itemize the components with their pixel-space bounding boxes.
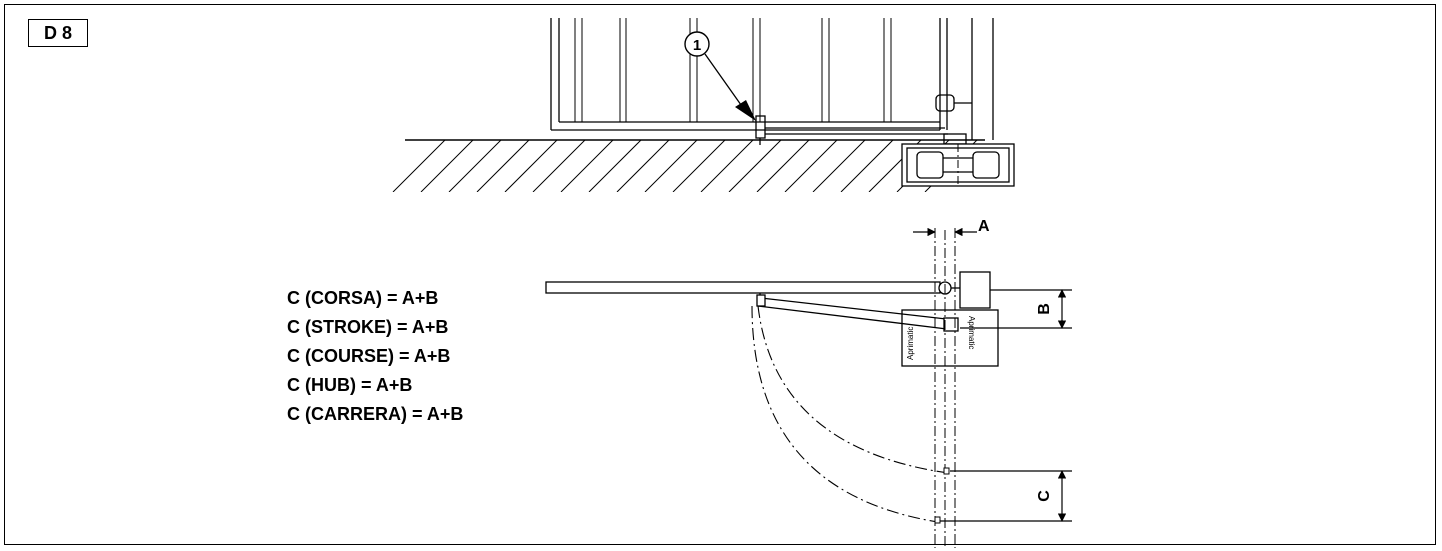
dimension-a-label: A: [978, 218, 990, 235]
svg-text:1: 1: [693, 37, 701, 54]
gate-elevation: [550, 18, 994, 145]
formula-carrera: C (CARRERA) = A+B: [287, 404, 464, 424]
plan-view: [545, 228, 999, 548]
formula-hub: C (HUB) = A+B: [287, 375, 413, 395]
figure-id-label: D 8: [28, 19, 88, 47]
device-labels: Aprimatic Aprimatic: [906, 316, 976, 360]
svg-text:Aprimatic: Aprimatic: [967, 316, 976, 349]
gate-bars: [574, 18, 892, 122]
dimension-c-label: C: [1036, 490, 1053, 502]
formula-corsa: C (CORSA) = A+B: [287, 288, 439, 308]
callout-1: 1: [684, 31, 756, 121]
formula-stroke: C (STROKE) = A+B: [287, 317, 449, 337]
ground-line: [392, 139, 985, 192]
dimension-b-label: B: [1036, 303, 1053, 315]
formula-course: C (COURSE) = A+B: [287, 346, 451, 366]
dimension-c: [940, 470, 1072, 522]
foundation-box: [901, 143, 1015, 187]
figure-frame: [4, 4, 1436, 545]
svg-text:Aprimatic: Aprimatic: [906, 327, 915, 360]
dimension-b: [960, 289, 1072, 329]
